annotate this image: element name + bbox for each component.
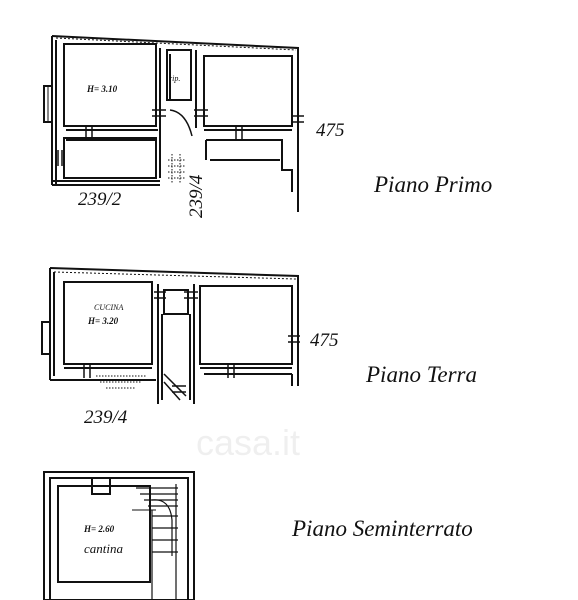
- dimension-terra-left: 239/4: [84, 407, 128, 428]
- dimension-primo-left: 239/2: [78, 189, 122, 210]
- plan-piano-terra: [41, 267, 300, 404]
- label-piano-terra: Piano Terra: [366, 362, 477, 387]
- room-height-terra: H= 3.20: [88, 316, 119, 326]
- room-name-cucina: CUCINA: [94, 303, 124, 312]
- room-name-cantina: cantina: [84, 541, 123, 556]
- room-height-seminterrato: H= 2.60: [84, 524, 115, 534]
- label-piano-seminterrato: Piano Seminterrato: [292, 516, 473, 541]
- label-piano-primo: Piano Primo: [374, 172, 493, 197]
- dimension-terra-right: 475: [310, 330, 339, 351]
- dimension-primo-mid: 239/4: [186, 174, 207, 218]
- watermark-logo: casa.it: [196, 422, 301, 463]
- plan-piano-seminterrato: [43, 471, 195, 600]
- plan-piano-primo: [43, 35, 304, 212]
- room-height-primo: H= 3.10: [87, 84, 118, 94]
- dimension-primo-right: 475: [316, 120, 345, 141]
- room-note-rip: rip.: [169, 74, 181, 83]
